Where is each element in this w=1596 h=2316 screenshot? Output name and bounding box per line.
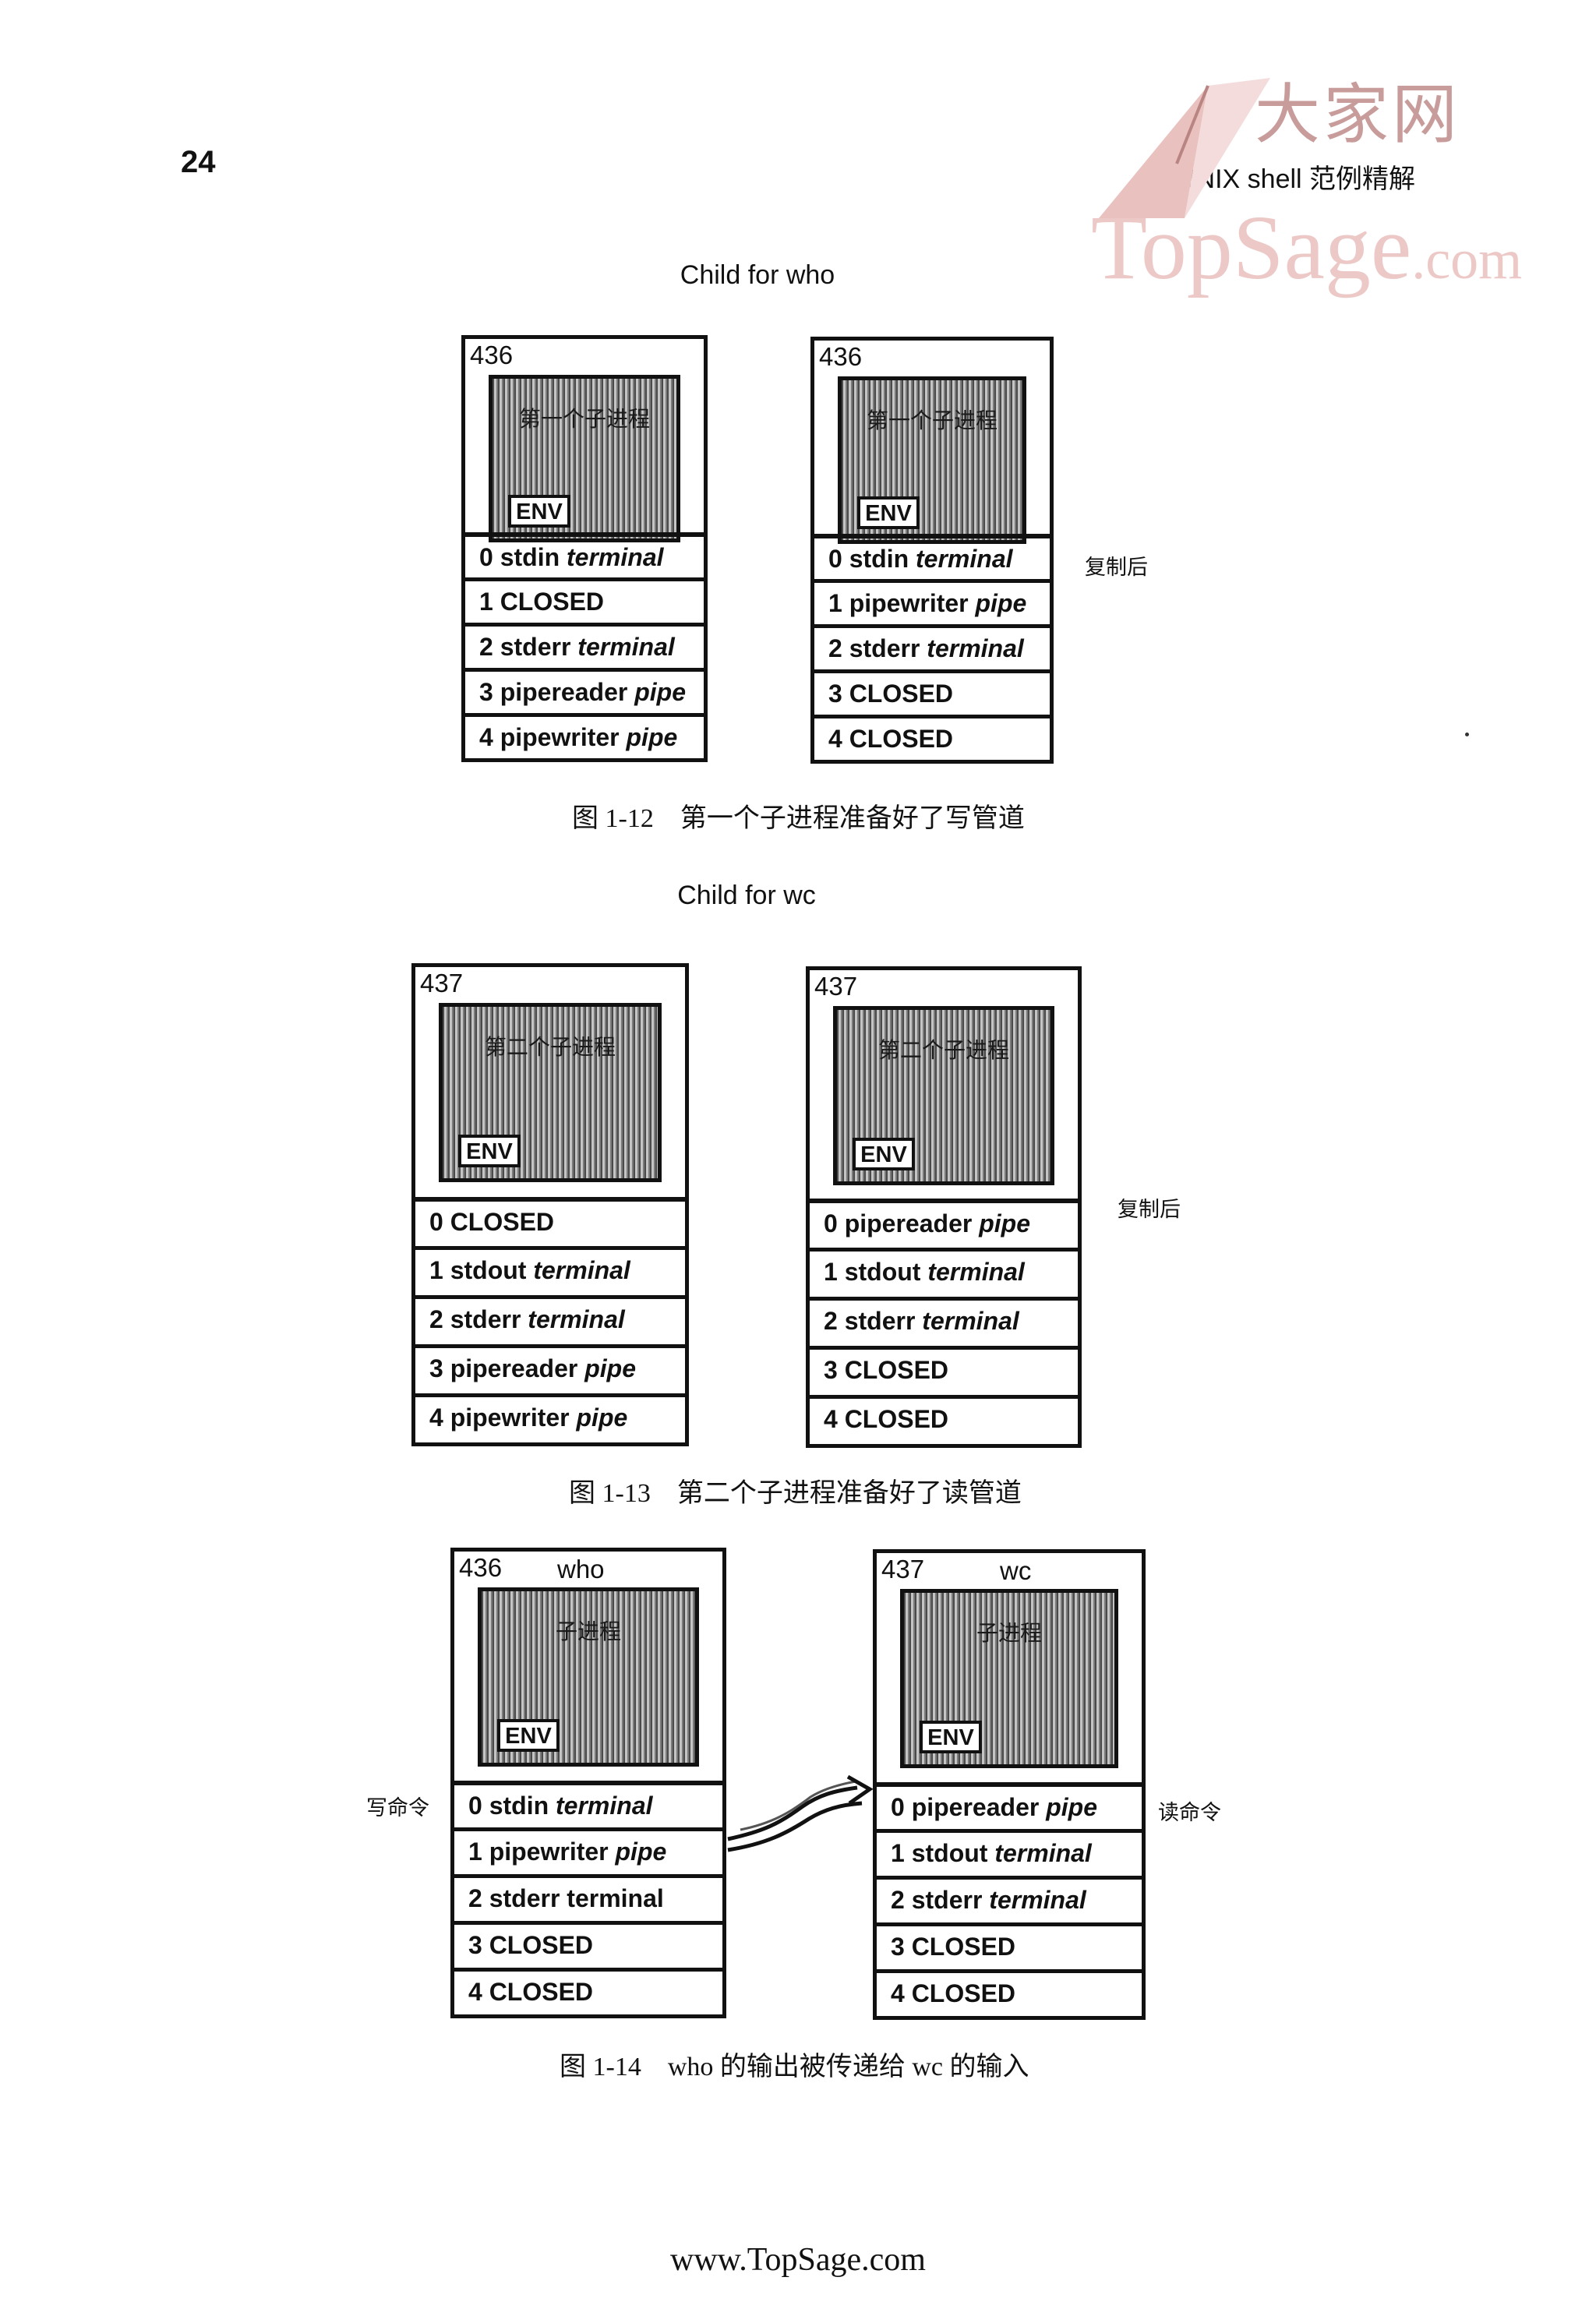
figure-caption: 图 1-14 who 的输出被传递给 wc 的输入 <box>560 2053 1029 2081</box>
process-image: 第二个子进程 ENV <box>833 1006 1054 1185</box>
fd-table: 0 CLOSED 1 stdout terminal 2 stderr term… <box>415 1197 685 1442</box>
fd-row: 1 stdout terminal <box>877 1829 1142 1876</box>
env-label: ENV <box>920 1721 982 1753</box>
fd-row: 1 pipewriter pipe <box>454 1827 722 1874</box>
process-id: 437 <box>420 969 464 997</box>
topsage-logo-mark <box>1099 78 1270 218</box>
fd-row: 3 CLOSED <box>454 1921 722 1968</box>
fd-row: 3 pipereader pipe <box>465 668 704 713</box>
process-id: 437 <box>814 972 858 1001</box>
process-id: 436 <box>819 342 863 371</box>
env-label: ENV <box>857 496 920 529</box>
fd-row: 2 stderr terminal <box>415 1295 685 1344</box>
fd-row: 0 pipereader pipe <box>877 1782 1142 1829</box>
fd-table: 0 stdin terminal 1 CLOSED 2 stderr termi… <box>465 532 704 758</box>
process-id: 436 <box>459 1553 503 1582</box>
fd-row: 2 stderr terminal <box>810 1297 1078 1346</box>
env-label: ENV <box>853 1138 915 1170</box>
process-image: 第一个子进程 ENV <box>489 375 680 542</box>
side-label: 复制后 <box>1085 556 1148 580</box>
figure-caption: 图 1-12 第一个子进程准备好了写管道 <box>572 804 1025 833</box>
watermark-site: TopSage.com <box>1091 196 1523 298</box>
process-name: wc <box>1000 1556 1032 1585</box>
page-number: 24 <box>181 145 216 179</box>
process-label: 子进程 <box>976 1620 1042 1646</box>
fd-row: 3 pipereader pipe <box>415 1344 685 1393</box>
book-title: UNIX shell 范例精解 <box>1177 164 1416 194</box>
process-label: 第一个子进程 <box>866 408 998 433</box>
process-label: 第一个子进程 <box>518 406 650 432</box>
fd-row: 1 stdout terminal <box>810 1248 1078 1297</box>
fd-row: 1 CLOSED <box>465 577 704 623</box>
fd-row: 4 pipewriter pipe <box>465 713 704 758</box>
fd-row: 2 stderr terminal <box>454 1874 722 1921</box>
write-command-label: 写命令 <box>366 1796 429 1820</box>
fd-row: 3 CLOSED <box>814 669 1050 715</box>
read-command-label: 读命令 <box>1158 1801 1221 1825</box>
figure-title: Child for wc <box>677 881 816 910</box>
footer-url: www.TopSage.com <box>670 2242 926 2278</box>
fd-table: 0 pipereader pipe 1 stdout terminal 2 st… <box>877 1782 1142 2016</box>
process-id: 437 <box>881 1555 925 1583</box>
fd-row: 2 stderr terminal <box>465 623 704 668</box>
fd-row: 4 CLOSED <box>454 1968 722 2014</box>
fd-row: 0 stdin terminal <box>465 532 704 577</box>
env-label: ENV <box>458 1135 521 1167</box>
fd-row: 3 CLOSED <box>877 1922 1142 1969</box>
fd-row: 0 CLOSED <box>415 1197 685 1246</box>
process-label: 子进程 <box>555 1619 621 1644</box>
watermark-brand: 大家网 <box>1255 76 1461 153</box>
fd-row: 2 stderr terminal <box>814 624 1050 669</box>
fd-row: 0 stdin terminal <box>814 534 1050 579</box>
env-label: ENV <box>508 495 570 528</box>
process-box: 436 第一个子进程 ENV 0 stdin terminal 1 CLOSED… <box>461 335 708 762</box>
process-box-who: 436 who 子进程 ENV 0 stdin terminal 1 pipew… <box>450 1548 726 2018</box>
process-id: 436 <box>470 341 514 369</box>
process-label: 第二个子进程 <box>877 1037 1009 1063</box>
fd-row: 1 stdout terminal <box>415 1246 685 1295</box>
fd-row: 4 CLOSED <box>810 1395 1078 1444</box>
process-image: 子进程 ENV <box>478 1587 699 1767</box>
fd-table: 0 stdin terminal 1 pipewriter pipe 2 std… <box>454 1781 722 2014</box>
fd-table: 0 stdin terminal 1 pipewriter pipe 2 std… <box>814 534 1050 760</box>
fd-row: 4 CLOSED <box>877 1969 1142 2016</box>
fd-row: 2 stderr terminal <box>877 1876 1142 1922</box>
process-label: 第二个子进程 <box>484 1034 616 1060</box>
process-image: 第二个子进程 ENV <box>439 1003 662 1182</box>
process-box: 437 第二个子进程 ENV 0 pipereader pipe 1 stdou… <box>806 966 1082 1448</box>
fd-row: 1 pipewriter pipe <box>814 579 1050 624</box>
figure-caption: 图 1-13 第二个子进程准备好了读管道 <box>569 1479 1022 1508</box>
process-box: 436 第一个子进程 ENV 0 stdin terminal 1 pipewr… <box>810 337 1054 764</box>
scan-speck <box>1465 733 1469 736</box>
fd-row: 3 CLOSED <box>810 1346 1078 1395</box>
fd-row: 0 pipereader pipe <box>810 1199 1078 1248</box>
fd-row: 4 CLOSED <box>814 715 1050 760</box>
fd-table: 0 pipereader pipe 1 stdout terminal 2 st… <box>810 1199 1078 1444</box>
fd-row: 0 stdin terminal <box>454 1781 722 1827</box>
env-label: ENV <box>497 1719 560 1752</box>
pipe-arrow-icon <box>727 1774 874 1852</box>
process-box-wc: 437 wc 子进程 ENV 0 pipereader pipe 1 stdou… <box>873 1549 1146 2020</box>
side-label: 复制后 <box>1118 1198 1181 1222</box>
fd-row: 4 pipewriter pipe <box>415 1393 685 1442</box>
figure-title: Child for who <box>680 260 835 290</box>
process-box: 437 第二个子进程 ENV 0 CLOSED 1 stdout termina… <box>411 963 689 1446</box>
process-image: 第一个子进程 ENV <box>838 376 1026 544</box>
process-name: who <box>557 1555 605 1583</box>
process-image: 子进程 ENV <box>900 1589 1118 1768</box>
